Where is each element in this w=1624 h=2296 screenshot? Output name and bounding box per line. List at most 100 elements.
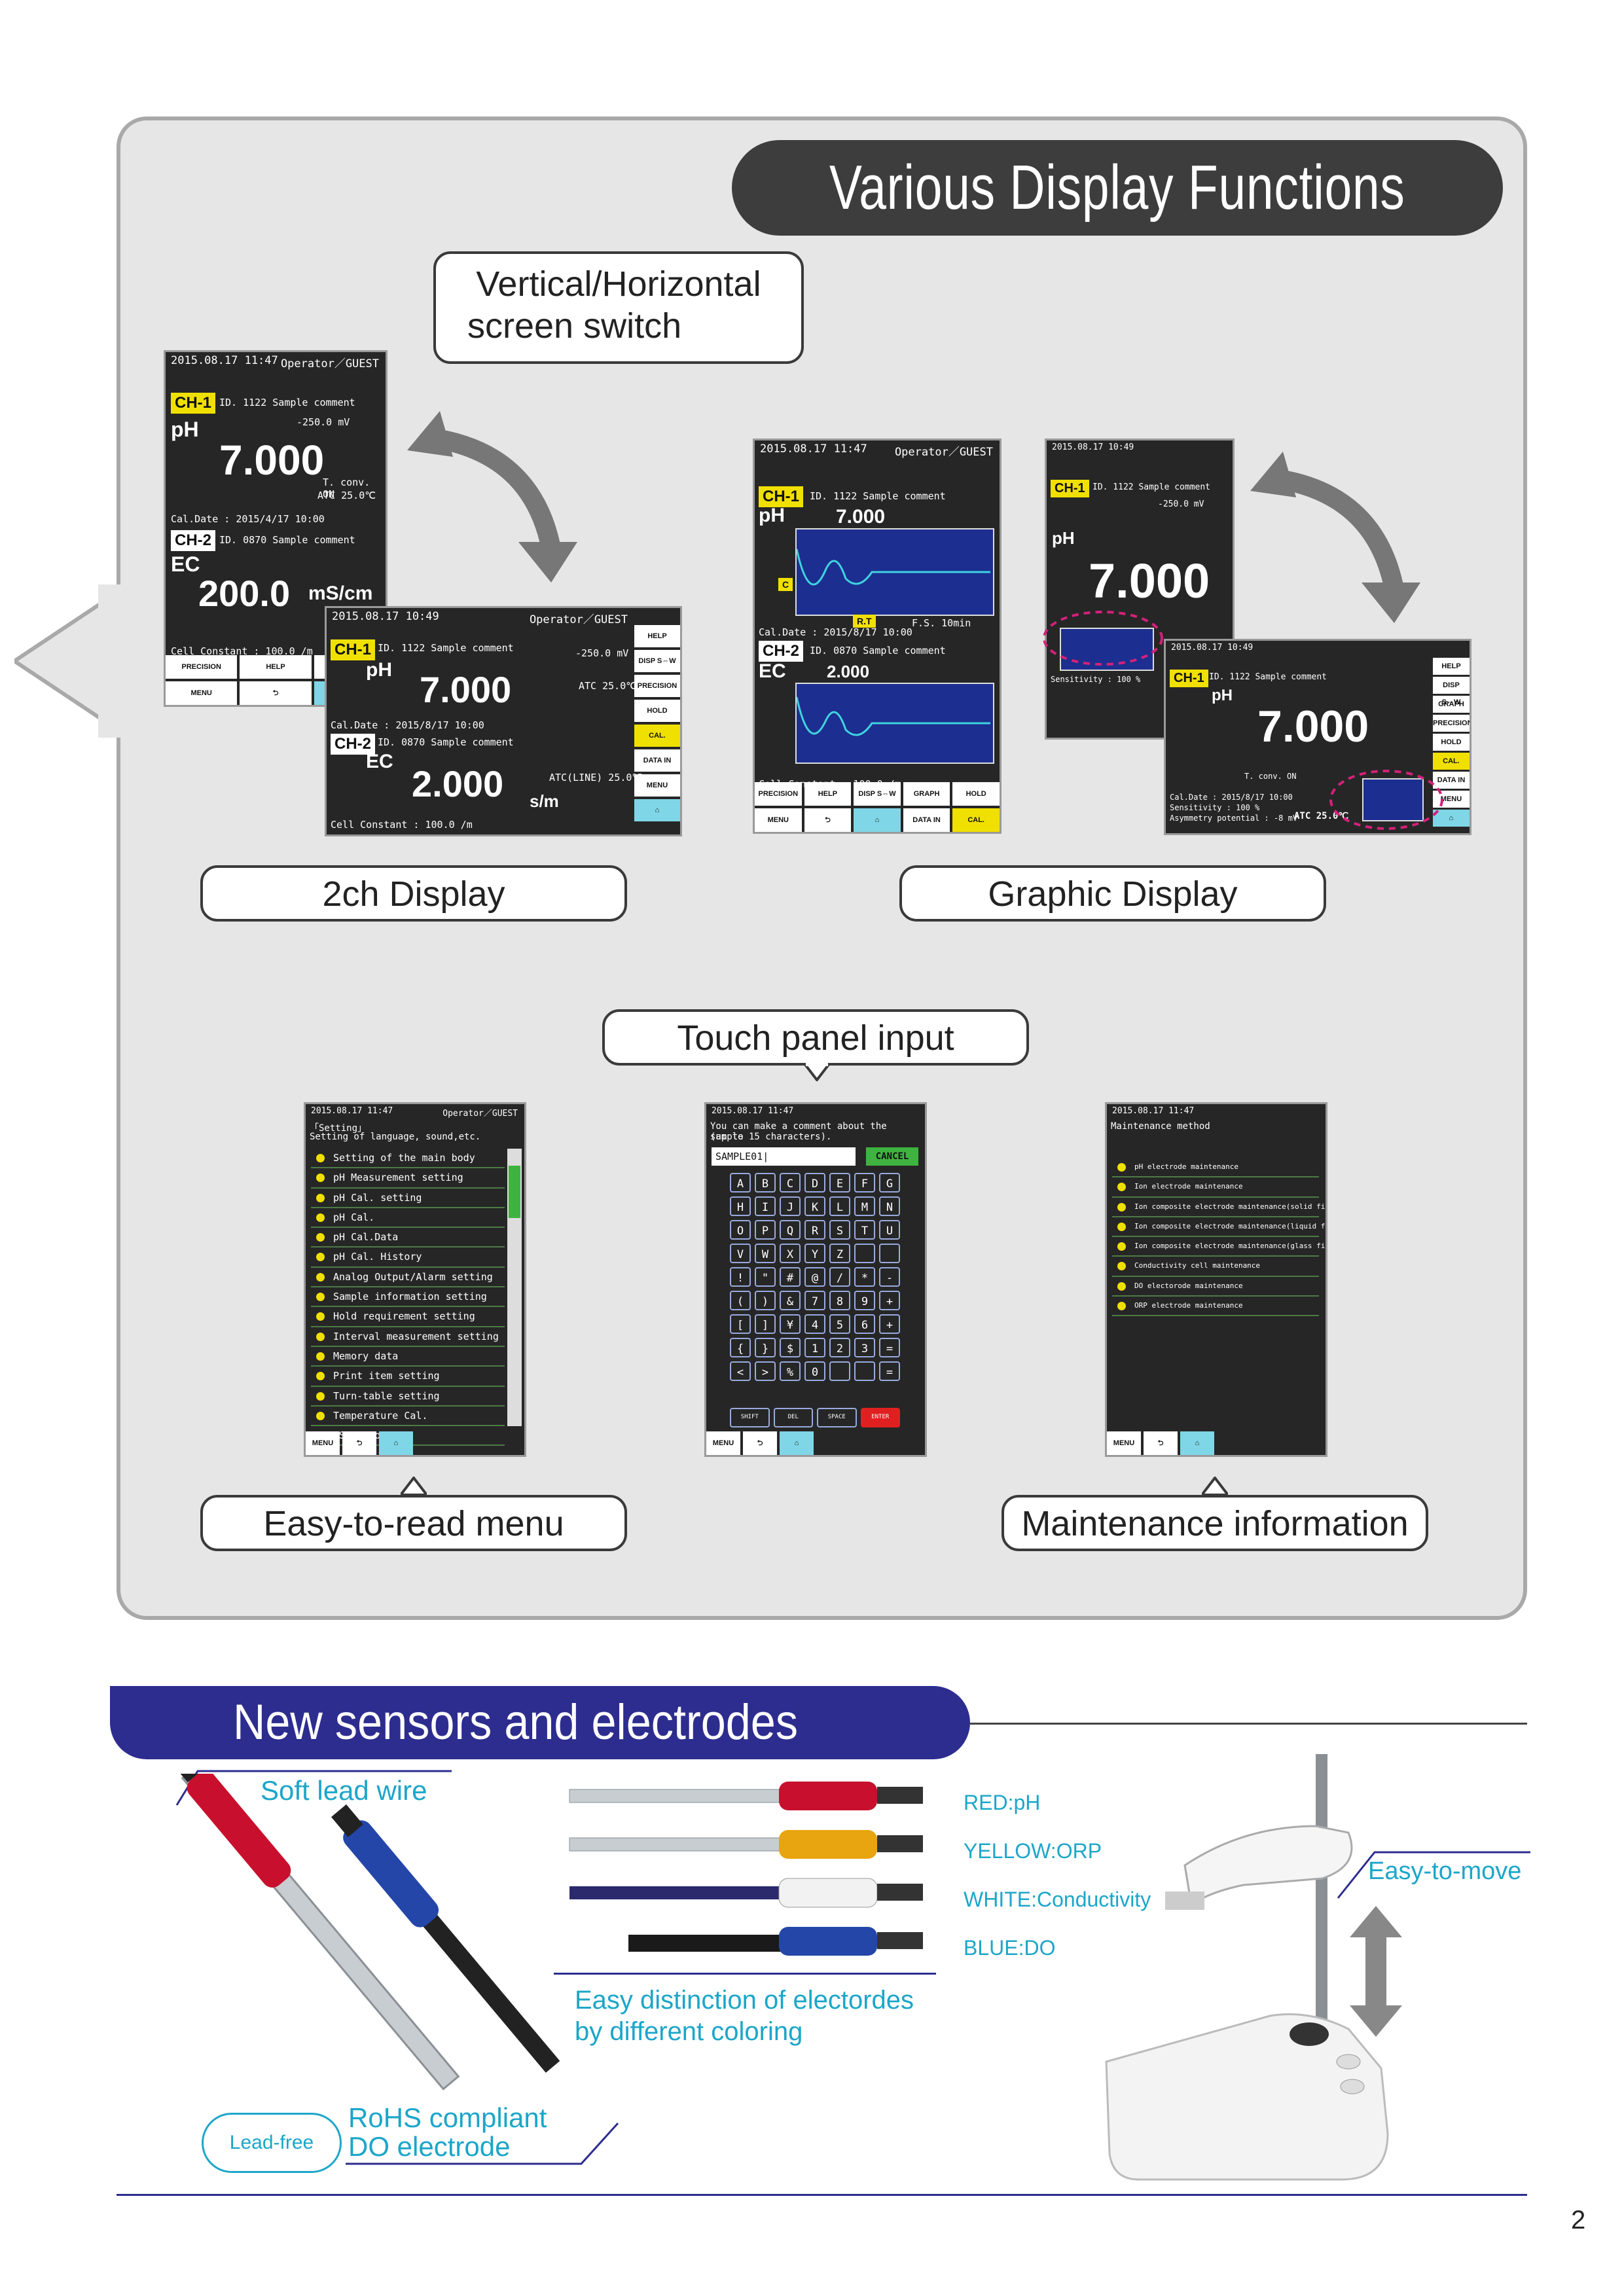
precision-button[interactable]: PRECISION: [1433, 715, 1470, 732]
setting-menu-item[interactable]: pH Cal. History: [311, 1247, 505, 1268]
back-icon[interactable]: ⮌: [743, 1431, 777, 1455]
precision-button[interactable]: PRECISION: [755, 782, 802, 806]
hold-button[interactable]: HOLD: [634, 700, 680, 722]
keyboard-key[interactable]: 6: [854, 1314, 875, 1334]
keyboard-key[interactable]: N: [879, 1196, 900, 1216]
menu-button[interactable]: MENU: [306, 1431, 340, 1455]
disp-button[interactable]: DISP S⇔W: [854, 782, 901, 806]
keyboard-key[interactable]: T: [854, 1220, 875, 1240]
keyboard-key[interactable]: E: [829, 1173, 850, 1193]
keyboard-key[interactable]: +: [879, 1314, 900, 1334]
keyboard-key[interactable]: !: [730, 1267, 751, 1287]
keyboard-key[interactable]: F: [854, 1173, 875, 1193]
menu-button[interactable]: MENU: [1107, 1431, 1141, 1455]
keyboard-key[interactable]: [854, 1244, 875, 1263]
home-icon[interactable]: ⌂: [1433, 810, 1470, 827]
keyboard-key[interactable]: =: [879, 1338, 900, 1357]
setting-menu-item[interactable]: pH Measurement setting: [311, 1168, 505, 1189]
keyboard-key[interactable]: 0: [804, 1361, 825, 1381]
data-in-button[interactable]: DATA IN: [634, 749, 680, 772]
keyboard-key[interactable]: ): [755, 1291, 776, 1310]
keyboard-key[interactable]: 9: [854, 1291, 875, 1310]
keyboard-key[interactable]: [829, 1361, 850, 1381]
keyboard-key[interactable]: D: [804, 1173, 825, 1193]
keyboard-key[interactable]: /: [829, 1267, 850, 1287]
keyboard-key[interactable]: S: [829, 1220, 850, 1240]
keyboard-key[interactable]: X: [780, 1244, 801, 1263]
maintenance-menu-item[interactable]: Conductivity cell maintenance: [1112, 1257, 1319, 1277]
keyboard-key[interactable]: *: [854, 1267, 875, 1287]
data-in-button[interactable]: DATA IN: [903, 808, 950, 832]
setting-menu-item[interactable]: Memory data: [311, 1347, 505, 1367]
graph-button[interactable]: GRAPH: [903, 782, 950, 806]
keyboard-key[interactable]: Q: [780, 1220, 801, 1240]
graph-button[interactable]: GRAPH: [1433, 696, 1470, 713]
keyboard-key[interactable]: @: [804, 1267, 825, 1287]
keyboard-key[interactable]: [879, 1244, 900, 1263]
setting-menu-item[interactable]: Setting of the main body: [311, 1149, 505, 1169]
setting-menu-item[interactable]: Interval measurement setting: [311, 1327, 505, 1347]
keyboard-key[interactable]: [: [730, 1314, 751, 1334]
help-button[interactable]: HELP: [1433, 658, 1470, 675]
graph-c-button[interactable]: C: [778, 578, 793, 591]
help-button[interactable]: HELP: [240, 655, 312, 679]
cal-button[interactable]: CAL.: [952, 808, 1000, 832]
keyboard-key[interactable]: G: [879, 1173, 900, 1193]
del-key[interactable]: DEL: [773, 1408, 813, 1427]
cal-button[interactable]: CAL.: [634, 725, 680, 747]
keyboard-key[interactable]: {: [730, 1338, 751, 1357]
maintenance-menu-item[interactable]: DO electorode maintenance: [1112, 1277, 1319, 1297]
keyboard-key[interactable]: }: [755, 1338, 776, 1357]
maintenance-menu-item[interactable]: Ion composite electrode maintenance(glas…: [1112, 1237, 1326, 1257]
menu-button[interactable]: MENU: [634, 774, 680, 797]
enter-key[interactable]: ENTER: [860, 1408, 900, 1427]
keyboard-key[interactable]: W: [755, 1244, 776, 1263]
keyboard-key[interactable]: Z: [829, 1244, 850, 1263]
shift-key[interactable]: SHIFT: [730, 1408, 770, 1427]
hold-button[interactable]: HOLD: [1433, 734, 1470, 751]
keyboard-key[interactable]: 4: [804, 1314, 825, 1334]
setting-menu-item[interactable]: Sample information setting: [311, 1287, 505, 1308]
keyboard-key[interactable]: 7: [804, 1291, 825, 1310]
setting-menu-item[interactable]: pH Cal.: [311, 1208, 505, 1229]
keyboard-key[interactable]: L: [829, 1196, 850, 1216]
keyboard-key[interactable]: B: [755, 1173, 776, 1193]
setting-menu-item[interactable]: pH Cal.Data: [311, 1228, 505, 1248]
keyboard-key[interactable]: ": [755, 1267, 776, 1287]
setting-menu-item[interactable]: Analog Output/Alarm setting: [311, 1268, 505, 1288]
keyboard-key[interactable]: V: [730, 1244, 751, 1263]
maintenance-menu-item[interactable]: Ion composite electrode maintenance(soli…: [1112, 1198, 1326, 1217]
keyboard-key[interactable]: -: [879, 1267, 900, 1287]
keyboard-key[interactable]: J: [780, 1196, 801, 1216]
home-icon[interactable]: ⌂: [379, 1431, 413, 1455]
help-button[interactable]: HELP: [804, 782, 852, 806]
setting-menu-item[interactable]: Turn-table setting: [311, 1387, 505, 1407]
setting-menu-item[interactable]: Print item setting: [311, 1367, 505, 1387]
keyboard-key[interactable]: C: [780, 1173, 801, 1193]
menu-button[interactable]: MENU: [706, 1431, 740, 1455]
keyboard-key[interactable]: Y: [804, 1244, 825, 1263]
keyboard-key[interactable]: #: [780, 1267, 801, 1287]
cal-button[interactable]: CAL.: [1433, 753, 1470, 770]
keyboard-key[interactable]: $: [780, 1338, 801, 1357]
disp-button[interactable]: DISP S⇔W: [634, 650, 680, 672]
home-icon[interactable]: ⌂: [634, 799, 680, 821]
home-icon[interactable]: ⌂: [854, 808, 901, 832]
keyboard-key[interactable]: ]: [755, 1314, 776, 1334]
keyboard-key[interactable]: P: [755, 1220, 776, 1240]
keyboard-key[interactable]: &: [780, 1291, 801, 1310]
comment-input[interactable]: SAMPLE01|: [712, 1147, 856, 1166]
data-in-button[interactable]: DATA IN: [1433, 772, 1470, 789]
space-key[interactable]: SPACE: [817, 1408, 857, 1427]
keyboard-key[interactable]: %: [780, 1361, 801, 1381]
setting-menu-item[interactable]: Temperature Cal.: [311, 1407, 505, 1427]
cancel-button[interactable]: CANCEL: [866, 1147, 918, 1166]
keyboard-key[interactable]: 2: [829, 1338, 850, 1357]
maintenance-menu-item[interactable]: Ion electrode maintenance: [1112, 1177, 1319, 1198]
menu-button[interactable]: MENU: [755, 808, 802, 832]
back-icon[interactable]: ⮌: [804, 808, 852, 832]
precision-button[interactable]: PRECISION: [634, 675, 680, 697]
maintenance-menu-item[interactable]: pH electrode maintenance: [1112, 1158, 1319, 1178]
keyboard-key[interactable]: +: [879, 1291, 900, 1310]
home-icon[interactable]: ⌂: [780, 1431, 814, 1455]
